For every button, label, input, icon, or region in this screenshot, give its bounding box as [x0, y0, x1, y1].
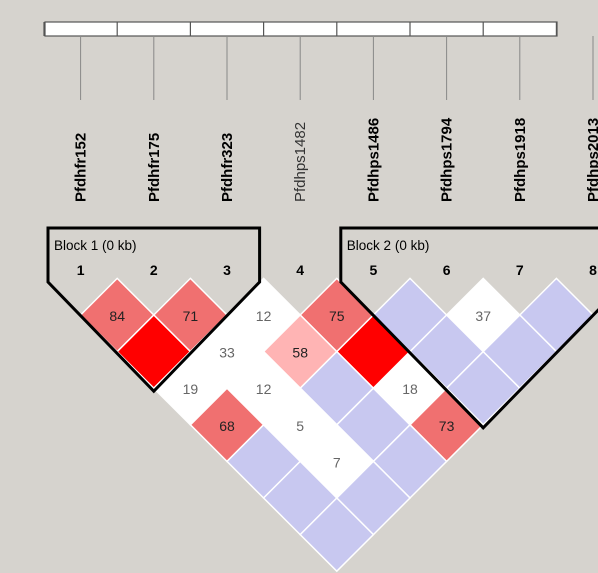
- marker-label: Pfdhfr323: [219, 133, 236, 202]
- marker-label: Pfdhps1486: [365, 118, 382, 202]
- marker-label: Pfdhps1918: [512, 118, 529, 202]
- ld-cell-value: 7: [333, 454, 341, 470]
- ld-cell-value: 37: [475, 308, 491, 324]
- block-label: Block 2 (0 kb): [347, 238, 430, 253]
- marker-index: 5: [370, 262, 378, 278]
- marker-index: 3: [223, 262, 231, 278]
- marker-label: Pfdhfr175: [146, 133, 163, 202]
- block-outline: [46, 226, 262, 394]
- ld-cell-value: 33: [219, 345, 235, 361]
- ld-cell-value: 12: [256, 308, 272, 324]
- marker-index: 6: [443, 262, 451, 278]
- marker-index: 7: [516, 262, 524, 278]
- marker-label: Pfdhps2013: [585, 118, 598, 202]
- marker-index: 2: [150, 262, 158, 278]
- marker-index: 1: [77, 262, 85, 278]
- ld-cell-value: 75: [329, 308, 345, 324]
- ld-cells: 84 71 12 75 37 33 58 19 12 18 68 5 73 7: [79, 277, 595, 573]
- marker-labels: Pfdhfr152 Pfdhfr175 Pfdhfr323 Pfdhps1482 Pfd…: [73, 117, 598, 202]
- ld-cell: [299, 496, 375, 573]
- ld-cell-value: 5: [296, 418, 304, 434]
- ld-cell-value: 18: [402, 381, 418, 397]
- marker-index: 8: [589, 262, 597, 278]
- position-bar: [44, 21, 558, 37]
- marker-label: Pfdhps1482: [292, 122, 309, 202]
- ld-cell-value: 84: [109, 308, 125, 324]
- marker-label: Pfdhps1794: [439, 117, 456, 202]
- ld-cell-value: 19: [183, 381, 199, 397]
- marker-label: Pfdhfr152: [73, 133, 90, 202]
- ld-cell-value: 73: [439, 418, 455, 434]
- ld-cell-value: 68: [219, 418, 235, 434]
- marker-index: 4: [296, 262, 304, 278]
- position-ticks: [43, 22, 594, 100]
- block-label: Block 1 (0 kb): [54, 238, 137, 253]
- haplotype-blocks: Block 1 (0 kb) Block 2 (0 kb): [46, 226, 598, 430]
- ld-cell-value: 58: [292, 345, 308, 361]
- marker-indices: 1 2 3 4 5 6 7 8: [77, 262, 597, 278]
- ld-cell-value: 71: [183, 308, 199, 324]
- ld-cell-value: 12: [256, 381, 272, 397]
- block-outline: [339, 226, 598, 430]
